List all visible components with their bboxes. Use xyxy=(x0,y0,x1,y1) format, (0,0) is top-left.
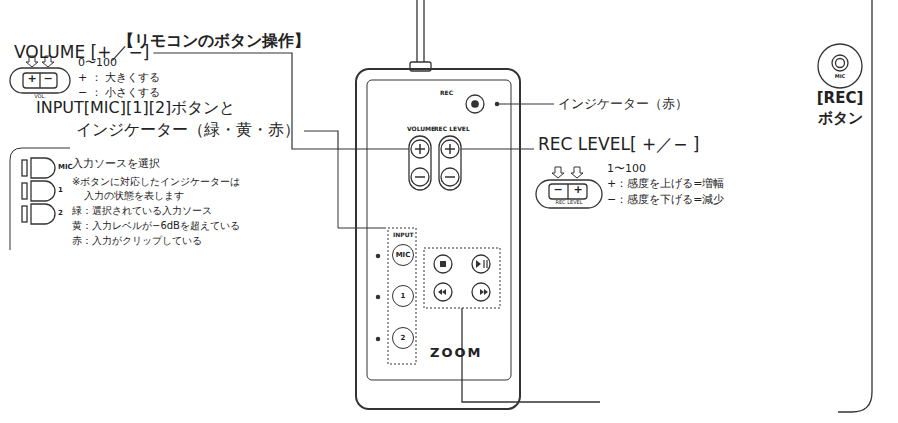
heading-label: REC LEVEL[ +／− ] xyxy=(538,135,699,155)
input-button: 2 xyxy=(392,327,414,349)
range-note: 1〜100 xyxy=(607,163,646,176)
button-label: 2 xyxy=(58,209,63,217)
plus-note: + ： 大きくする xyxy=(78,72,160,85)
leader-line xyxy=(461,148,534,149)
note-text: 入力ソースを選択 xyxy=(72,158,160,171)
minus-note: − ： 小さくする xyxy=(78,87,160,100)
panel-label: VOLUME xyxy=(407,126,435,132)
brand-logo: ZOOM xyxy=(430,346,482,359)
heading-label: インジケーター（緑・黄・赤） xyxy=(76,121,300,139)
button-label: MIC xyxy=(396,252,411,259)
panel-label: INPUT xyxy=(393,232,414,238)
range-note: 0〜100 xyxy=(78,57,117,70)
part-label: MIC xyxy=(835,74,846,80)
leader-line xyxy=(499,103,554,104)
indicator-label: インジケーター（赤） xyxy=(558,97,688,112)
button-label: 2 xyxy=(401,335,406,342)
input-button: MIC xyxy=(392,244,414,266)
note-text: 赤：入力がクリップしている xyxy=(72,235,202,247)
heading-label: ボタン xyxy=(818,110,863,127)
button-label: MIC xyxy=(58,163,73,171)
button-symbol: + xyxy=(573,184,582,197)
note-text: 黄：入力レベルが−6dBを超えている xyxy=(72,220,240,232)
remote-body: REC VOLUMEREC LEVEL INPUT ZOOM MIC 1 2 xyxy=(355,68,521,410)
button-label: 1 xyxy=(401,293,406,300)
input-button: 1 xyxy=(392,285,414,307)
plus-note: +：感度を上げる=増幅 xyxy=(607,178,724,191)
heading-label: [REC] xyxy=(817,90,864,107)
panel-label: REC LEVEL xyxy=(434,126,470,132)
note-text: 入力の状態を表します xyxy=(84,190,184,202)
panel-label: REC xyxy=(440,90,453,96)
leader-line xyxy=(304,131,338,150)
button-label: 1 xyxy=(58,186,63,194)
heading-label: INPUT[MIC][1][2]ボタンと xyxy=(36,99,235,117)
button-symbol: − xyxy=(553,184,562,197)
part-label: REC LEVEL xyxy=(555,200,582,206)
note-text: 緑：選択されている入力ソース xyxy=(72,205,212,217)
note-text: ※ボタンに対応したインジケーターは xyxy=(72,176,240,188)
button-symbol: − xyxy=(43,73,52,86)
minus-note: −：感度を下げる=減少 xyxy=(607,194,724,207)
button-symbol: + xyxy=(27,73,36,86)
